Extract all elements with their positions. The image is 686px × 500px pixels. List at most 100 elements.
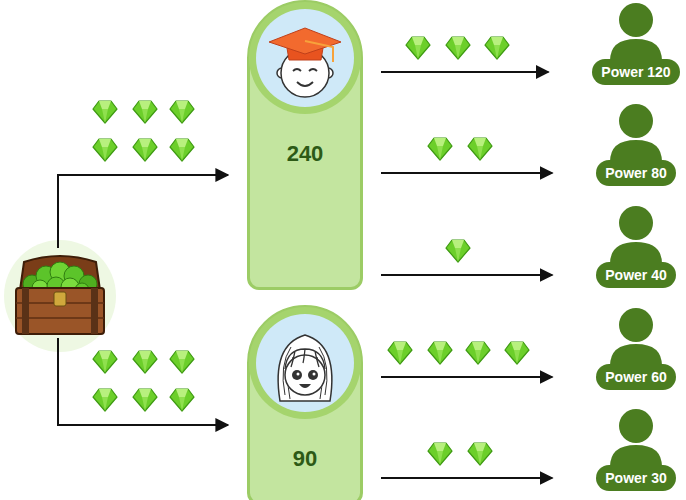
avatar-eye [293,69,301,71]
gem-icon [170,389,194,411]
gem-icon [485,37,509,59]
avatar-eye [308,370,318,380]
gem-body [93,389,117,411]
gem-facet [139,101,151,109]
gem-icon [133,389,157,411]
person-head [619,104,653,138]
gem-icon [93,389,117,411]
gem-facet [179,109,185,123]
gem-facet [142,147,148,161]
gem-body [93,139,117,161]
flow-arrow [381,376,552,378]
score-column: 240 [247,0,363,290]
gem-icon [93,351,117,373]
gem-facet [437,451,443,465]
gem-body [468,443,492,465]
gem-facet [179,147,185,161]
avatar-icon [247,0,363,116]
power-badge: Power 60 [596,364,675,390]
gem-facet [176,351,188,359]
person-head [619,409,653,443]
node-text: Power 40 [605,262,666,288]
gem-body [428,342,452,364]
gem-facet [179,397,185,411]
power-badge: Power 120 [592,59,679,85]
gem-icon [468,443,492,465]
gem-facet [99,101,111,109]
gem-facet [99,139,111,147]
gem-icon [93,101,117,123]
gem-facet [514,350,520,364]
gem-body [133,389,157,411]
gem-facet [176,101,188,109]
gem-facet [102,147,108,161]
gem-icon [505,342,529,364]
gem-facet [475,350,481,364]
chest-band [22,288,29,334]
gem-icon [446,37,470,59]
gem-body [466,342,490,364]
eye-shine [297,373,300,376]
gem-facet [412,37,424,45]
gem-body [170,351,194,373]
gem-icon [170,351,194,373]
gem-facet [394,342,406,350]
gem-body [388,342,412,364]
person-body [610,39,662,61]
gem-body [170,389,194,411]
gem-body [468,138,492,160]
gem-icon [133,101,157,123]
gem-facet [139,351,151,359]
gem-facet [477,146,483,160]
avatar-mouth [299,384,311,388]
gem-icon [93,139,117,161]
gem-facet [397,350,403,364]
gem-facet [455,45,461,59]
gem-facet [102,109,108,123]
gem-icon [133,139,157,161]
avatar-face [285,355,325,395]
gem-facet [452,37,464,45]
avatar-ring [249,307,361,419]
person-head [619,3,653,37]
score-column: 90 [247,305,363,500]
avatar-face [281,49,329,97]
gem-facet [474,138,486,146]
person-head [619,308,653,342]
node-text: Power 80 [605,160,666,186]
flow-arrow [58,338,228,425]
person-body [610,140,662,162]
gem-facet [491,37,503,45]
gem-facet [139,139,151,147]
person-body [610,242,662,264]
gem-icon [133,351,157,373]
gem-facet [455,248,461,262]
gem-facet [139,389,151,397]
gem-body [446,240,470,262]
gem-facet [434,443,446,451]
gem-icon [388,342,412,364]
gem-body [133,139,157,161]
gem-body [93,351,117,373]
gem-facet [179,359,185,373]
gem-body [170,101,194,123]
person-body [610,445,662,467]
gem-body [446,37,470,59]
node-text: Power 120 [601,59,670,85]
flow-arrow [381,71,548,73]
gem-icon [406,37,430,59]
gem-body [485,37,509,59]
gem-facet [142,359,148,373]
gem-facet [477,451,483,465]
flow-arrow [58,175,228,248]
power-badge: Power 40 [596,262,675,288]
flow-arrow [381,172,552,174]
gem-body [133,351,157,373]
node-text: Power 60 [605,364,666,390]
gem-facet [142,109,148,123]
gem-facet [494,45,500,59]
gem-facet [99,351,111,359]
gem-body [428,138,452,160]
gem-icon [468,138,492,160]
gem-facet [102,397,108,411]
